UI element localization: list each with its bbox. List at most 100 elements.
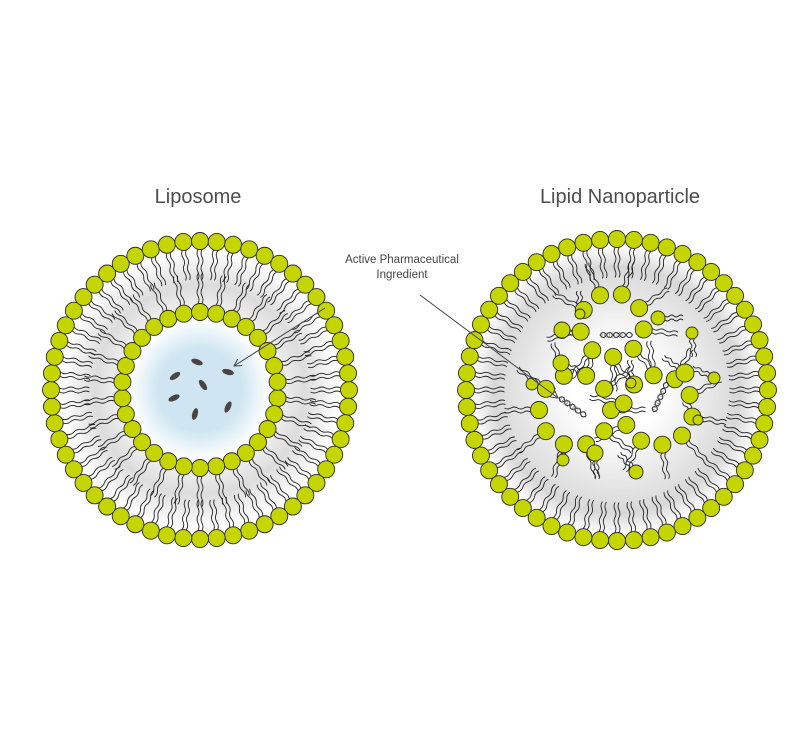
lipid-tail <box>111 445 135 467</box>
lipid-head <box>653 435 672 454</box>
lipid-tail <box>552 262 567 290</box>
lipid-tail <box>517 287 540 310</box>
lipid-head <box>750 331 769 350</box>
lipid-head <box>45 347 64 366</box>
lipid-tail <box>723 424 753 436</box>
lipid-head <box>174 457 193 476</box>
lipid-head <box>296 275 315 294</box>
lipid-tail <box>177 474 185 505</box>
lipid-head <box>472 315 490 334</box>
lipid-tail <box>88 414 118 425</box>
lipid-tail <box>99 466 121 489</box>
api-label-line1: Active Pharmaceutical <box>345 254 459 266</box>
dna-base-pair <box>658 392 665 396</box>
lipid-tail <box>110 281 130 305</box>
lipid-head <box>595 422 614 441</box>
lipid-tail <box>692 365 710 374</box>
lipid-tail <box>639 250 648 281</box>
lipid-tail <box>100 434 127 451</box>
lipid-tail <box>72 330 100 345</box>
dna-base-pair <box>653 403 660 407</box>
lipid-tail <box>504 406 531 410</box>
dna-strand <box>653 382 669 413</box>
dna-base-pair <box>569 403 574 409</box>
lipid-tail <box>281 351 311 362</box>
lipid-tail <box>630 359 635 379</box>
lipid-head <box>56 316 75 335</box>
lipid-head <box>673 517 692 535</box>
lipid-tail <box>571 496 583 526</box>
lipid-tail <box>651 496 663 526</box>
lipid-tail <box>706 302 730 322</box>
lipid-head <box>265 356 284 375</box>
lipid-tail <box>279 291 301 314</box>
lipid-tail <box>307 412 338 420</box>
lipid-tail <box>569 355 586 377</box>
lipid-tail <box>582 251 591 281</box>
lipid-tail <box>551 451 560 477</box>
lipid-tail <box>196 500 200 531</box>
lipid-tail <box>688 476 708 501</box>
lipid-tail <box>285 300 309 320</box>
lipid-tail <box>89 351 119 362</box>
nucleic-acid-icon <box>599 331 633 339</box>
lipid-tail <box>265 446 289 467</box>
lipid-tail <box>74 439 102 454</box>
lipid-tail <box>475 371 506 376</box>
lipid-head <box>625 377 637 389</box>
lipid-head <box>628 464 644 480</box>
lipid-head <box>726 286 745 305</box>
lipid-tail <box>497 451 523 468</box>
lipid-tail <box>514 290 537 313</box>
lipid-head <box>460 414 479 433</box>
lipid-head <box>191 530 209 548</box>
lipid-tail <box>287 303 312 324</box>
lipid-tail <box>729 386 760 390</box>
lipid-tail <box>503 302 529 322</box>
lipid-head <box>489 475 508 494</box>
lipid-tail <box>292 450 319 467</box>
lipid-head <box>191 459 209 477</box>
lipid-tail <box>729 390 760 394</box>
lipid-head <box>339 397 358 416</box>
lipid-tail <box>487 329 516 344</box>
lipid-tail <box>474 390 505 394</box>
lipid-tail <box>542 268 560 294</box>
lipid-tail <box>232 469 247 498</box>
lipid-head <box>513 499 532 518</box>
lipid-tail <box>151 257 163 287</box>
lipid-tail <box>643 251 652 282</box>
dna-strand <box>559 396 587 417</box>
lipid-tail <box>613 247 617 278</box>
lipid-head <box>657 523 676 542</box>
lipid-tail <box>234 494 246 524</box>
lipid-head <box>85 275 104 294</box>
lipid-tail <box>655 255 667 285</box>
lipid-head <box>111 507 130 526</box>
lipid-head <box>501 487 520 506</box>
lipid-tail <box>556 260 571 288</box>
lipid-tail <box>173 276 181 306</box>
lipid-tail <box>252 458 271 484</box>
lipid-tail <box>567 256 579 285</box>
lipid-head <box>207 457 226 476</box>
lipid-tail <box>236 468 250 496</box>
lipid-head <box>536 422 555 441</box>
lipid-head <box>174 304 193 323</box>
lipid-head <box>174 529 193 548</box>
lipid-tail <box>664 318 684 322</box>
lipid-head <box>688 253 707 272</box>
lipid-head <box>331 430 350 449</box>
lipid-tail <box>166 253 175 283</box>
lipid-head <box>240 521 259 540</box>
dna-base-pair <box>655 399 662 403</box>
lipid-tail <box>663 260 678 289</box>
lipid-tail <box>652 328 679 333</box>
liposome-title: Liposome <box>155 186 242 208</box>
lipid-head <box>145 317 164 336</box>
lipid-tail <box>572 357 589 380</box>
lipid-tail <box>136 488 151 517</box>
lipid-tail <box>586 499 595 530</box>
lipid-tail <box>287 457 312 477</box>
lipid-tail <box>650 340 656 367</box>
